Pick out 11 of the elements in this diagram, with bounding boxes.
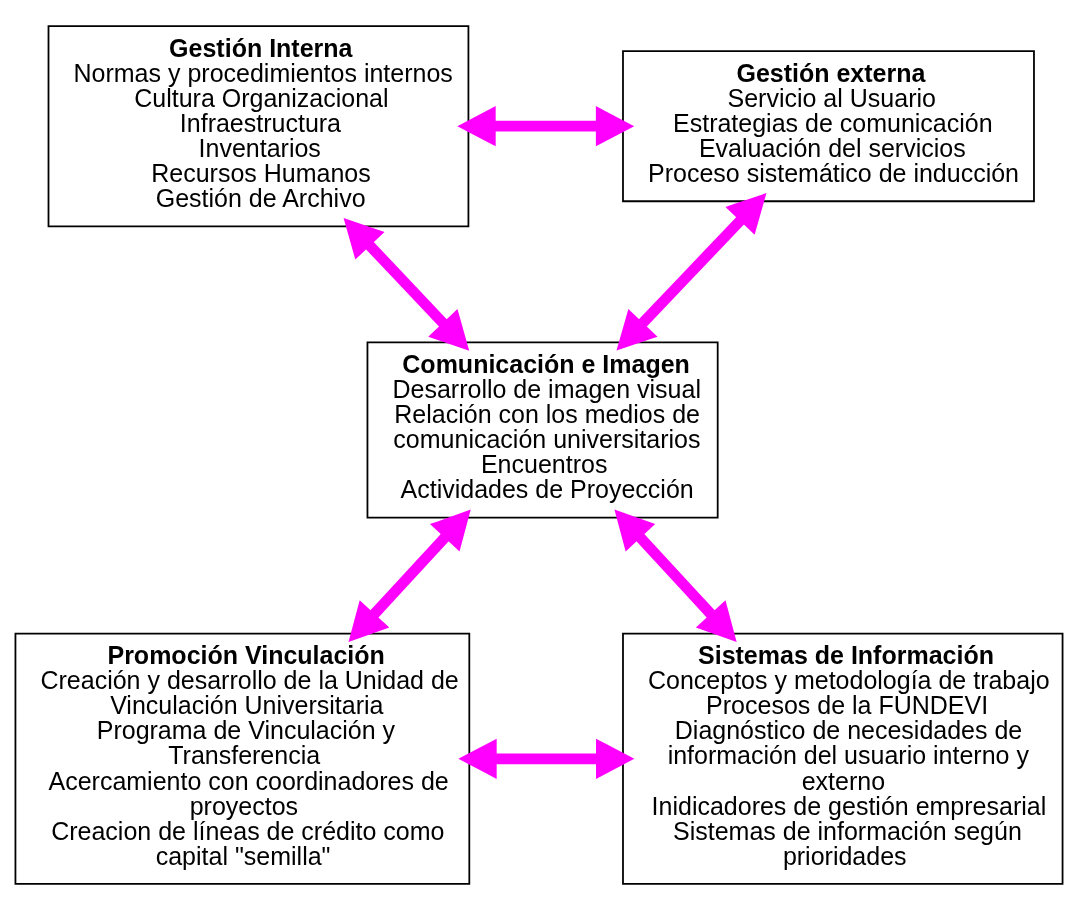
node-box: Sistemas de Información Conceptos y metodología de trabajo Procesos de la FUNDEVI Diagnóstico de necesidades de información del usuario interno y externo Inidicadores de gestión empresarial Sistemas de información según prioridades xyxy=(622,632,1064,885)
arrow xyxy=(457,105,635,146)
node-box: Gestión Interna Normas y procedimientos internos Cultura Organizacional Infraestructura Inventarios Recursos Humanos Gestión de Archivo xyxy=(47,24,470,227)
arrow xyxy=(616,192,767,351)
node-box: Comunicación e Imagen Desarrollo de imagen visual Relación con los medios de comunicación universitarios Encuentros Actividades de Proyección xyxy=(366,341,719,518)
arrow xyxy=(458,738,635,779)
node-box: Promoción Vinculación Creación y desarrollo de la Unidad de Vinculación Universitaria Programa de Vinculación y Transferencia Acercamiento con coordinadores de proyectos Creacion de líneas de crédito como capital "semilla" xyxy=(14,632,471,885)
arrow xyxy=(343,217,470,351)
arrow xyxy=(614,509,737,642)
arrow xyxy=(348,509,471,642)
node-box: Gestión externa Servicio al Usuario Estrategias de comunicación Evaluación del servicios Proceso sistemático de inducción xyxy=(622,49,1035,202)
